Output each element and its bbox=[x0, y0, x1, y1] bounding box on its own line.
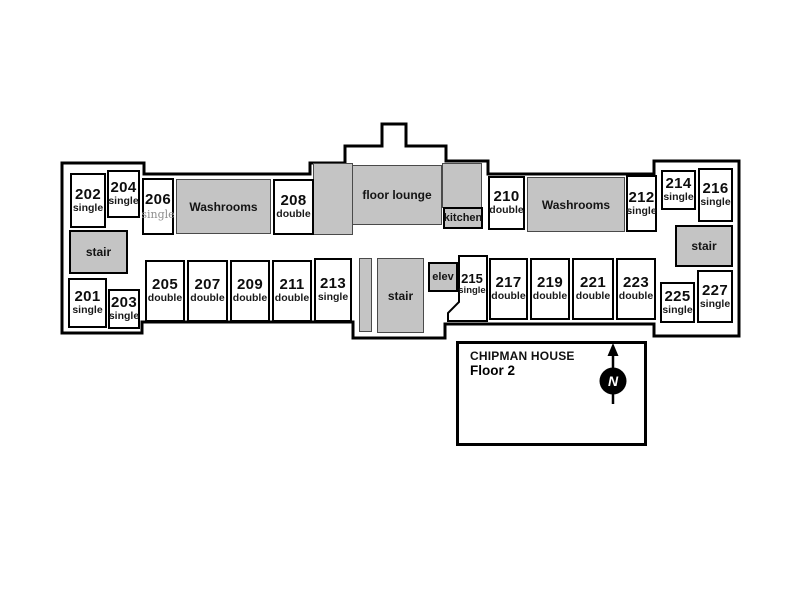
room-number: 211 bbox=[279, 276, 305, 294]
room-type: double bbox=[232, 292, 268, 305]
room-type: double bbox=[147, 292, 183, 305]
compass-n-label: N bbox=[608, 373, 619, 389]
room-type: double bbox=[532, 290, 568, 303]
room-type: double bbox=[575, 290, 611, 303]
room-214: 214 single bbox=[661, 170, 696, 210]
stair-left-area: stair bbox=[69, 230, 128, 274]
room-number: 213 bbox=[320, 275, 346, 293]
stair-center-area: stair bbox=[377, 258, 424, 333]
stair-left-label: stair bbox=[85, 245, 112, 259]
room-type: single bbox=[662, 303, 693, 316]
room-210: 210 double bbox=[488, 176, 525, 230]
room-type: single bbox=[72, 304, 103, 317]
room-type: double bbox=[491, 290, 526, 303]
floor-lounge-area: floor lounge bbox=[352, 165, 442, 225]
washrooms-right-label: Washrooms bbox=[541, 197, 611, 212]
room-number: 204 bbox=[110, 179, 137, 197]
room-211: 211 double bbox=[272, 260, 312, 322]
room-208: 208 double bbox=[273, 179, 314, 235]
room-number: 217 bbox=[495, 274, 522, 292]
room-type: single bbox=[626, 204, 657, 217]
room-type: double bbox=[190, 292, 225, 305]
room-225: 225 single bbox=[660, 282, 695, 323]
room-201: 201 single bbox=[68, 278, 107, 328]
room-type: single bbox=[458, 284, 486, 296]
room-type: single bbox=[663, 191, 694, 204]
room-number: 225 bbox=[664, 287, 691, 305]
room-type: single bbox=[108, 310, 140, 323]
elevator-label: elev bbox=[432, 271, 454, 283]
room-number: 216 bbox=[702, 180, 729, 198]
stair-right-label: stair bbox=[691, 239, 717, 253]
room-number: 207 bbox=[194, 276, 221, 294]
north-compass-icon bbox=[599, 367, 627, 395]
room-number: 214 bbox=[665, 175, 692, 193]
room-223: 223 double bbox=[616, 258, 656, 320]
kitchen-label: kitchen bbox=[443, 212, 483, 224]
washrooms-left-area: Washrooms bbox=[176, 179, 271, 234]
room-206: 206 single bbox=[141, 178, 175, 235]
room-219: 219 double bbox=[530, 258, 570, 320]
room-number: 205 bbox=[152, 276, 178, 294]
washrooms-right-area: Washrooms bbox=[527, 177, 625, 232]
room-number: 201 bbox=[74, 288, 101, 306]
room-number: 227 bbox=[702, 281, 728, 299]
room-number: 221 bbox=[580, 274, 606, 292]
washrooms-left-label: Washrooms bbox=[189, 199, 258, 214]
room-number: 215 bbox=[461, 271, 483, 287]
stair-right-area: stair bbox=[675, 225, 733, 267]
room-227: 227 single bbox=[697, 270, 733, 323]
room-number: 206 bbox=[145, 191, 171, 209]
legend-floor-title: Floor 2 bbox=[470, 363, 516, 378]
floor-lounge-label: floor lounge bbox=[362, 188, 432, 202]
elevator-area: elev bbox=[428, 262, 458, 292]
room-207: 207 double bbox=[187, 260, 228, 322]
room-number: 210 bbox=[493, 188, 520, 206]
room-202: 202 single bbox=[70, 173, 106, 228]
room-212: 212 single bbox=[626, 175, 657, 232]
lounge-left-wing-area bbox=[313, 163, 353, 235]
room-204: 204 single bbox=[107, 170, 140, 218]
room-number: 208 bbox=[280, 192, 307, 210]
stair-center-label: stair bbox=[387, 288, 414, 303]
room-number: 209 bbox=[237, 276, 263, 294]
legend-house-title: CHIPMAN HOUSE bbox=[470, 349, 575, 363]
room-type: single bbox=[317, 291, 349, 304]
corridor-strip-area bbox=[359, 258, 372, 332]
room-type: double bbox=[618, 290, 654, 303]
room-203: 203 single bbox=[108, 289, 140, 329]
room-type: double bbox=[274, 292, 310, 305]
room-215-shape bbox=[447, 255, 488, 322]
lounge-right-wing-area bbox=[442, 163, 482, 208]
room-209: 209 double bbox=[230, 260, 270, 322]
room-number: 202 bbox=[75, 185, 101, 203]
room-type: single bbox=[700, 196, 731, 209]
room-type: double bbox=[276, 208, 311, 221]
room-type: double bbox=[489, 204, 524, 217]
room-216: 216 single bbox=[698, 168, 733, 222]
north-arrow-head-icon bbox=[607, 343, 619, 356]
room-213: 213 single bbox=[314, 258, 352, 322]
legend-box: CHIPMAN HOUSE Floor 2 bbox=[456, 341, 647, 446]
room-205: 205 double bbox=[145, 260, 185, 322]
room-type: single bbox=[141, 207, 175, 221]
room-type: single bbox=[108, 195, 139, 208]
room-number: 212 bbox=[628, 188, 655, 206]
room-217: 217 double bbox=[489, 258, 528, 320]
room-type: single bbox=[699, 297, 731, 310]
room-type: single bbox=[72, 201, 104, 214]
room-215: 215 single bbox=[455, 264, 489, 304]
room-221: 221 double bbox=[572, 258, 614, 320]
room-number: 203 bbox=[111, 294, 137, 312]
kitchen-area: kitchen bbox=[443, 207, 483, 229]
room-number: 219 bbox=[537, 274, 563, 292]
room-number: 223 bbox=[623, 274, 649, 292]
